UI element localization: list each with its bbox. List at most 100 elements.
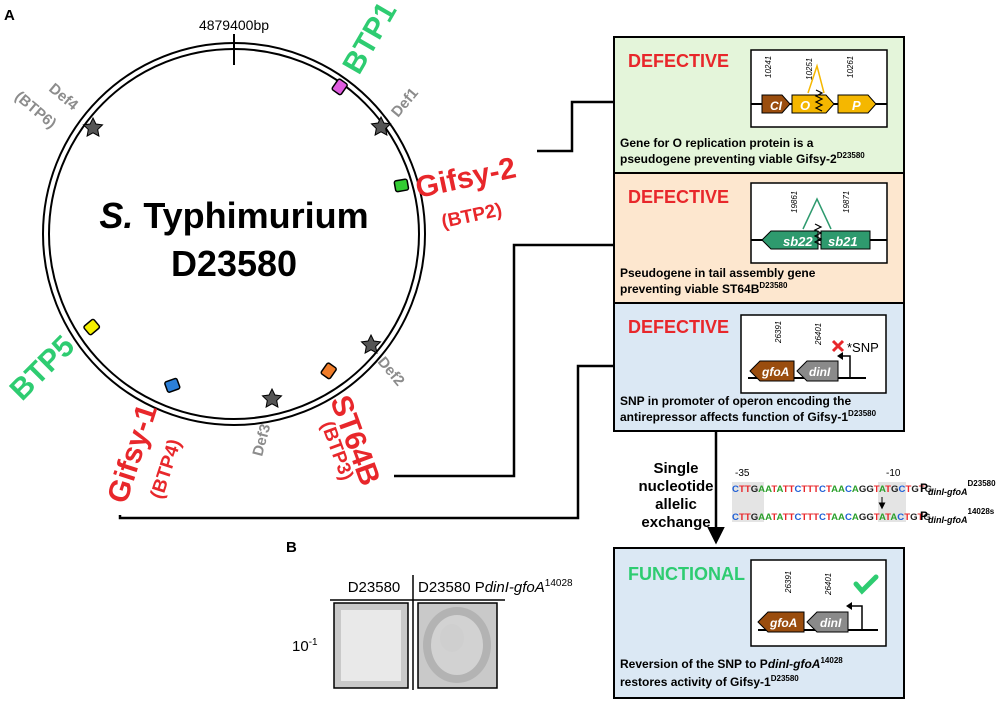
functional-dini-label: dinI (820, 616, 842, 630)
gifsy1-status: DEFECTIVE (628, 317, 729, 337)
functional-gene-diagram (750, 559, 887, 647)
exchange-line2: nucleotide (638, 478, 713, 495)
p-gene-arrow (837, 94, 877, 114)
def4-star (82, 116, 104, 137)
functional-pos1: 26391 (784, 571, 793, 594)
connectors (118, 100, 614, 520)
gifsy2-label: Gifsy-2 (413, 151, 519, 204)
gifsy1-functional-box: FUNCTIONAL gfoA dinI 26391 26401 Reversi… (613, 547, 905, 699)
gifsy2-pos3: 10261 (846, 56, 855, 78)
sb21-frameshift-wave (813, 223, 823, 246)
genome-title-strain: D23580 (171, 243, 297, 284)
gifsy2-pos1: 10241 (764, 56, 773, 78)
gifsy2-connector (537, 100, 614, 153)
o-frameshift-wave (814, 89, 824, 112)
panel-a-label: A (4, 7, 15, 24)
dilution-label: 10-1 (292, 637, 318, 655)
sequence-14028s-text: CTTGAATATTCTTTCTAACAGGTATACTGTG (732, 512, 931, 523)
gifsy1-desc-line2: antirepressor affects function of Gifsy-… (620, 409, 877, 424)
def4-label: Def4 (45, 80, 81, 114)
gifsy2-desc-line2: pseudogene preventing viable Gifsy-2D235… (620, 151, 865, 166)
gifsy1-pos2: 26401 (814, 323, 823, 346)
minus10-box (878, 482, 906, 522)
def2-star (360, 333, 382, 354)
sb21-gene-label: sb21 (828, 234, 858, 249)
def1-label: Def1 (388, 85, 422, 121)
def3-star (261, 387, 283, 408)
sb21-deletion-peak (802, 197, 832, 230)
seq1-promoter-label: PdinI-gfoAD23580 (920, 479, 996, 497)
seq2-promoter-label: PdinI-gfoA14028s (920, 507, 995, 525)
minus10-label: -10 (886, 468, 901, 479)
gifsy2-gene-diagram (750, 49, 888, 128)
def3-label: Def3 (249, 422, 274, 458)
exchange-line3: allelic (655, 496, 697, 513)
gifsy2-marker (393, 178, 410, 193)
functional-gfoa-arrow (757, 611, 805, 633)
st64b-pos1: 19861 (790, 191, 799, 213)
gifsy1-connector (118, 364, 614, 520)
ci-gene-label: CI (770, 99, 783, 113)
allelic-exchange: Single nucleotide allelic exchange -35 -… (638, 431, 996, 545)
genome-position-label: 4879400bp (199, 17, 269, 33)
btp5-label: BTP5 (4, 329, 82, 407)
dini-promoter-arrow (843, 355, 851, 378)
dini-gene-arrow (796, 360, 839, 382)
st64b-gene-diagram (750, 182, 888, 264)
minus35-label: -35 (735, 468, 750, 479)
gifsy2-defect-box: DEFECTIVE CI O P 10241 10251 10261 Gene … (613, 36, 905, 174)
dini-gene-label: dinI (809, 365, 831, 379)
sb21-gene-arrow (820, 230, 871, 250)
st64b-pos2: 19871 (842, 191, 851, 213)
chromosome-map: 4879400bp S. Typhimurium D23580 BTP1 Def… (4, 0, 519, 507)
exchange-line1: Single (653, 460, 698, 477)
col1-header: D23580 (348, 579, 401, 596)
panel-b-label: B (286, 539, 297, 556)
functional-desc-line1: Reversion of the SNP to PdinI-gfoA14028 (620, 656, 843, 671)
st64b-marker (320, 362, 337, 380)
gifsy2-desc-line1: Gene for O replication protein is a (620, 136, 814, 150)
gifsy1-btp-label: (BTP4) (147, 437, 186, 502)
p-gene-label: P (852, 98, 861, 113)
gifsy2-pos2: 10251 (805, 58, 814, 80)
st64b-desc-line1: Pseudogene in tail assembly gene (620, 266, 816, 280)
functional-pos2: 26401 (824, 573, 833, 596)
st64b-desc-line2: preventing viable ST64BD23580 (620, 281, 788, 296)
snp-cross-icon (831, 339, 845, 353)
st64b-status: DEFECTIVE (628, 187, 729, 207)
sequence-d23580: CTTGAATATTCTTTCTAACAGGTATGCTGTG (732, 484, 932, 495)
gifsy1-defect-box: DEFECTIVE gfoA dinI *SNP 26391 26401 SNP… (613, 302, 905, 432)
gifsy2-status: DEFECTIVE (628, 51, 729, 71)
gifsy2-btp-label: (BTP2) (440, 200, 504, 233)
o-gene-arrow (791, 94, 835, 114)
functional-promoter-arrow (852, 605, 863, 630)
functional-status: FUNCTIONAL (628, 564, 745, 584)
sequence-14028s: CTTGAATATTCTTTCTAACAGGTATACTGTG (732, 512, 931, 523)
def1-star (370, 115, 392, 136)
functional-gfoa-label: gfoA (769, 616, 797, 630)
gifsy1-desc-line1: SNP in promoter of operon encoding the (620, 394, 851, 408)
st64b-connector (394, 243, 614, 478)
snp-label: *SNP (847, 340, 879, 355)
btp1-marker (331, 78, 348, 96)
gifsy1-pos1: 26391 (774, 321, 783, 344)
btp5-marker (83, 318, 101, 336)
minus35-box (732, 482, 764, 522)
functional-desc-line2: restores activity of Gifsy-1D23580 (620, 674, 799, 689)
o-deletion-peak (807, 63, 825, 94)
ci-gene-arrow (761, 94, 791, 114)
gfoa-gene-arrow (749, 360, 795, 382)
sequence-d23580-text: CTTGAATATTCTTTCTAACAGGTATGCTGTG (732, 484, 932, 495)
col2-header: D23580 PdinI-gfoA14028 (418, 578, 573, 596)
o-gene-label: O (800, 98, 810, 113)
gfoa-gene-label: gfoA (761, 365, 789, 379)
sb22-gene-label: sb22 (783, 234, 813, 249)
genome-title-line1: S. Typhimurium (99, 195, 368, 236)
functional-dini-arrow (806, 611, 849, 633)
exchange-line4: exchange (641, 514, 710, 531)
def2-label: Def2 (374, 354, 408, 390)
st64b-defect-box: DEFECTIVE sb22 sb21 19861 19871 Pseudoge… (613, 172, 905, 304)
gifsy1-marker (164, 377, 181, 393)
btp1-label: BTP1 (336, 0, 403, 79)
